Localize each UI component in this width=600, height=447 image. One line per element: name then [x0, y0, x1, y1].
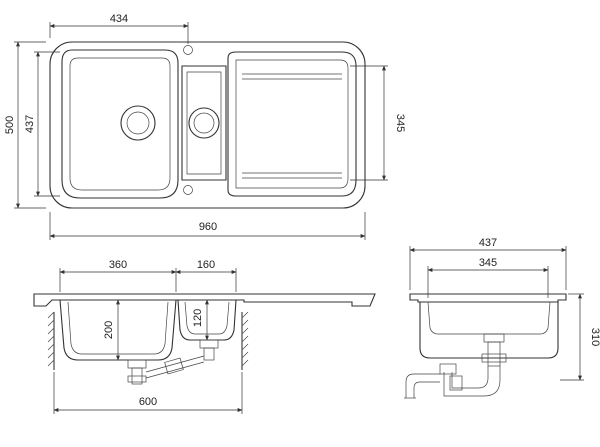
- small-bowl-outline: [181, 65, 227, 181]
- dim-437-label: 437: [24, 115, 36, 133]
- dim-434-label: 434: [110, 13, 128, 25]
- dim-310-label: 310: [589, 328, 600, 346]
- main-bowl-outline: [61, 49, 179, 199]
- dim-200-label: 200: [103, 321, 115, 339]
- main-bowl-inner: [69, 57, 171, 191]
- side-siphon: [451, 366, 489, 389]
- side-drain: [483, 333, 505, 343]
- main-drain-outer: [120, 105, 156, 141]
- side-outlet-pipe: [405, 373, 440, 398]
- small-drain-outer: [188, 107, 220, 139]
- drainer-inner: [235, 59, 349, 189]
- dim-360-label: 360: [109, 259, 127, 271]
- front-main-drain: [127, 359, 147, 369]
- dim-side-345-label: 345: [479, 257, 497, 269]
- front-rim: [33, 293, 376, 307]
- front-view: 360 160 200 120 600: [33, 259, 376, 414]
- dim-960-label: 960: [199, 221, 217, 233]
- dim-160-label: 160: [197, 259, 215, 271]
- side-rim: [409, 293, 567, 303]
- side-bowl: [419, 302, 559, 359]
- dim-120-label: 120: [192, 309, 204, 327]
- dim-500-label: 500: [4, 116, 16, 134]
- tap-hole-bottom: [183, 185, 193, 195]
- top-view: 434 500 437 345 960: [4, 13, 406, 240]
- dim-side-437-label: 437: [479, 237, 497, 249]
- drainer-outline: [227, 51, 357, 197]
- small-drain-inner: [193, 112, 215, 134]
- dim-345-label: 345: [394, 114, 406, 132]
- side-view: 437 345 310: [404, 237, 600, 399]
- main-drain-inner: [126, 111, 150, 135]
- tap-hole-top: [183, 45, 193, 55]
- sink-outline: [49, 41, 366, 209]
- dim-600-label: 600: [139, 396, 157, 408]
- small-bowl-inner: [186, 71, 222, 175]
- front-small-drain: [199, 339, 219, 349]
